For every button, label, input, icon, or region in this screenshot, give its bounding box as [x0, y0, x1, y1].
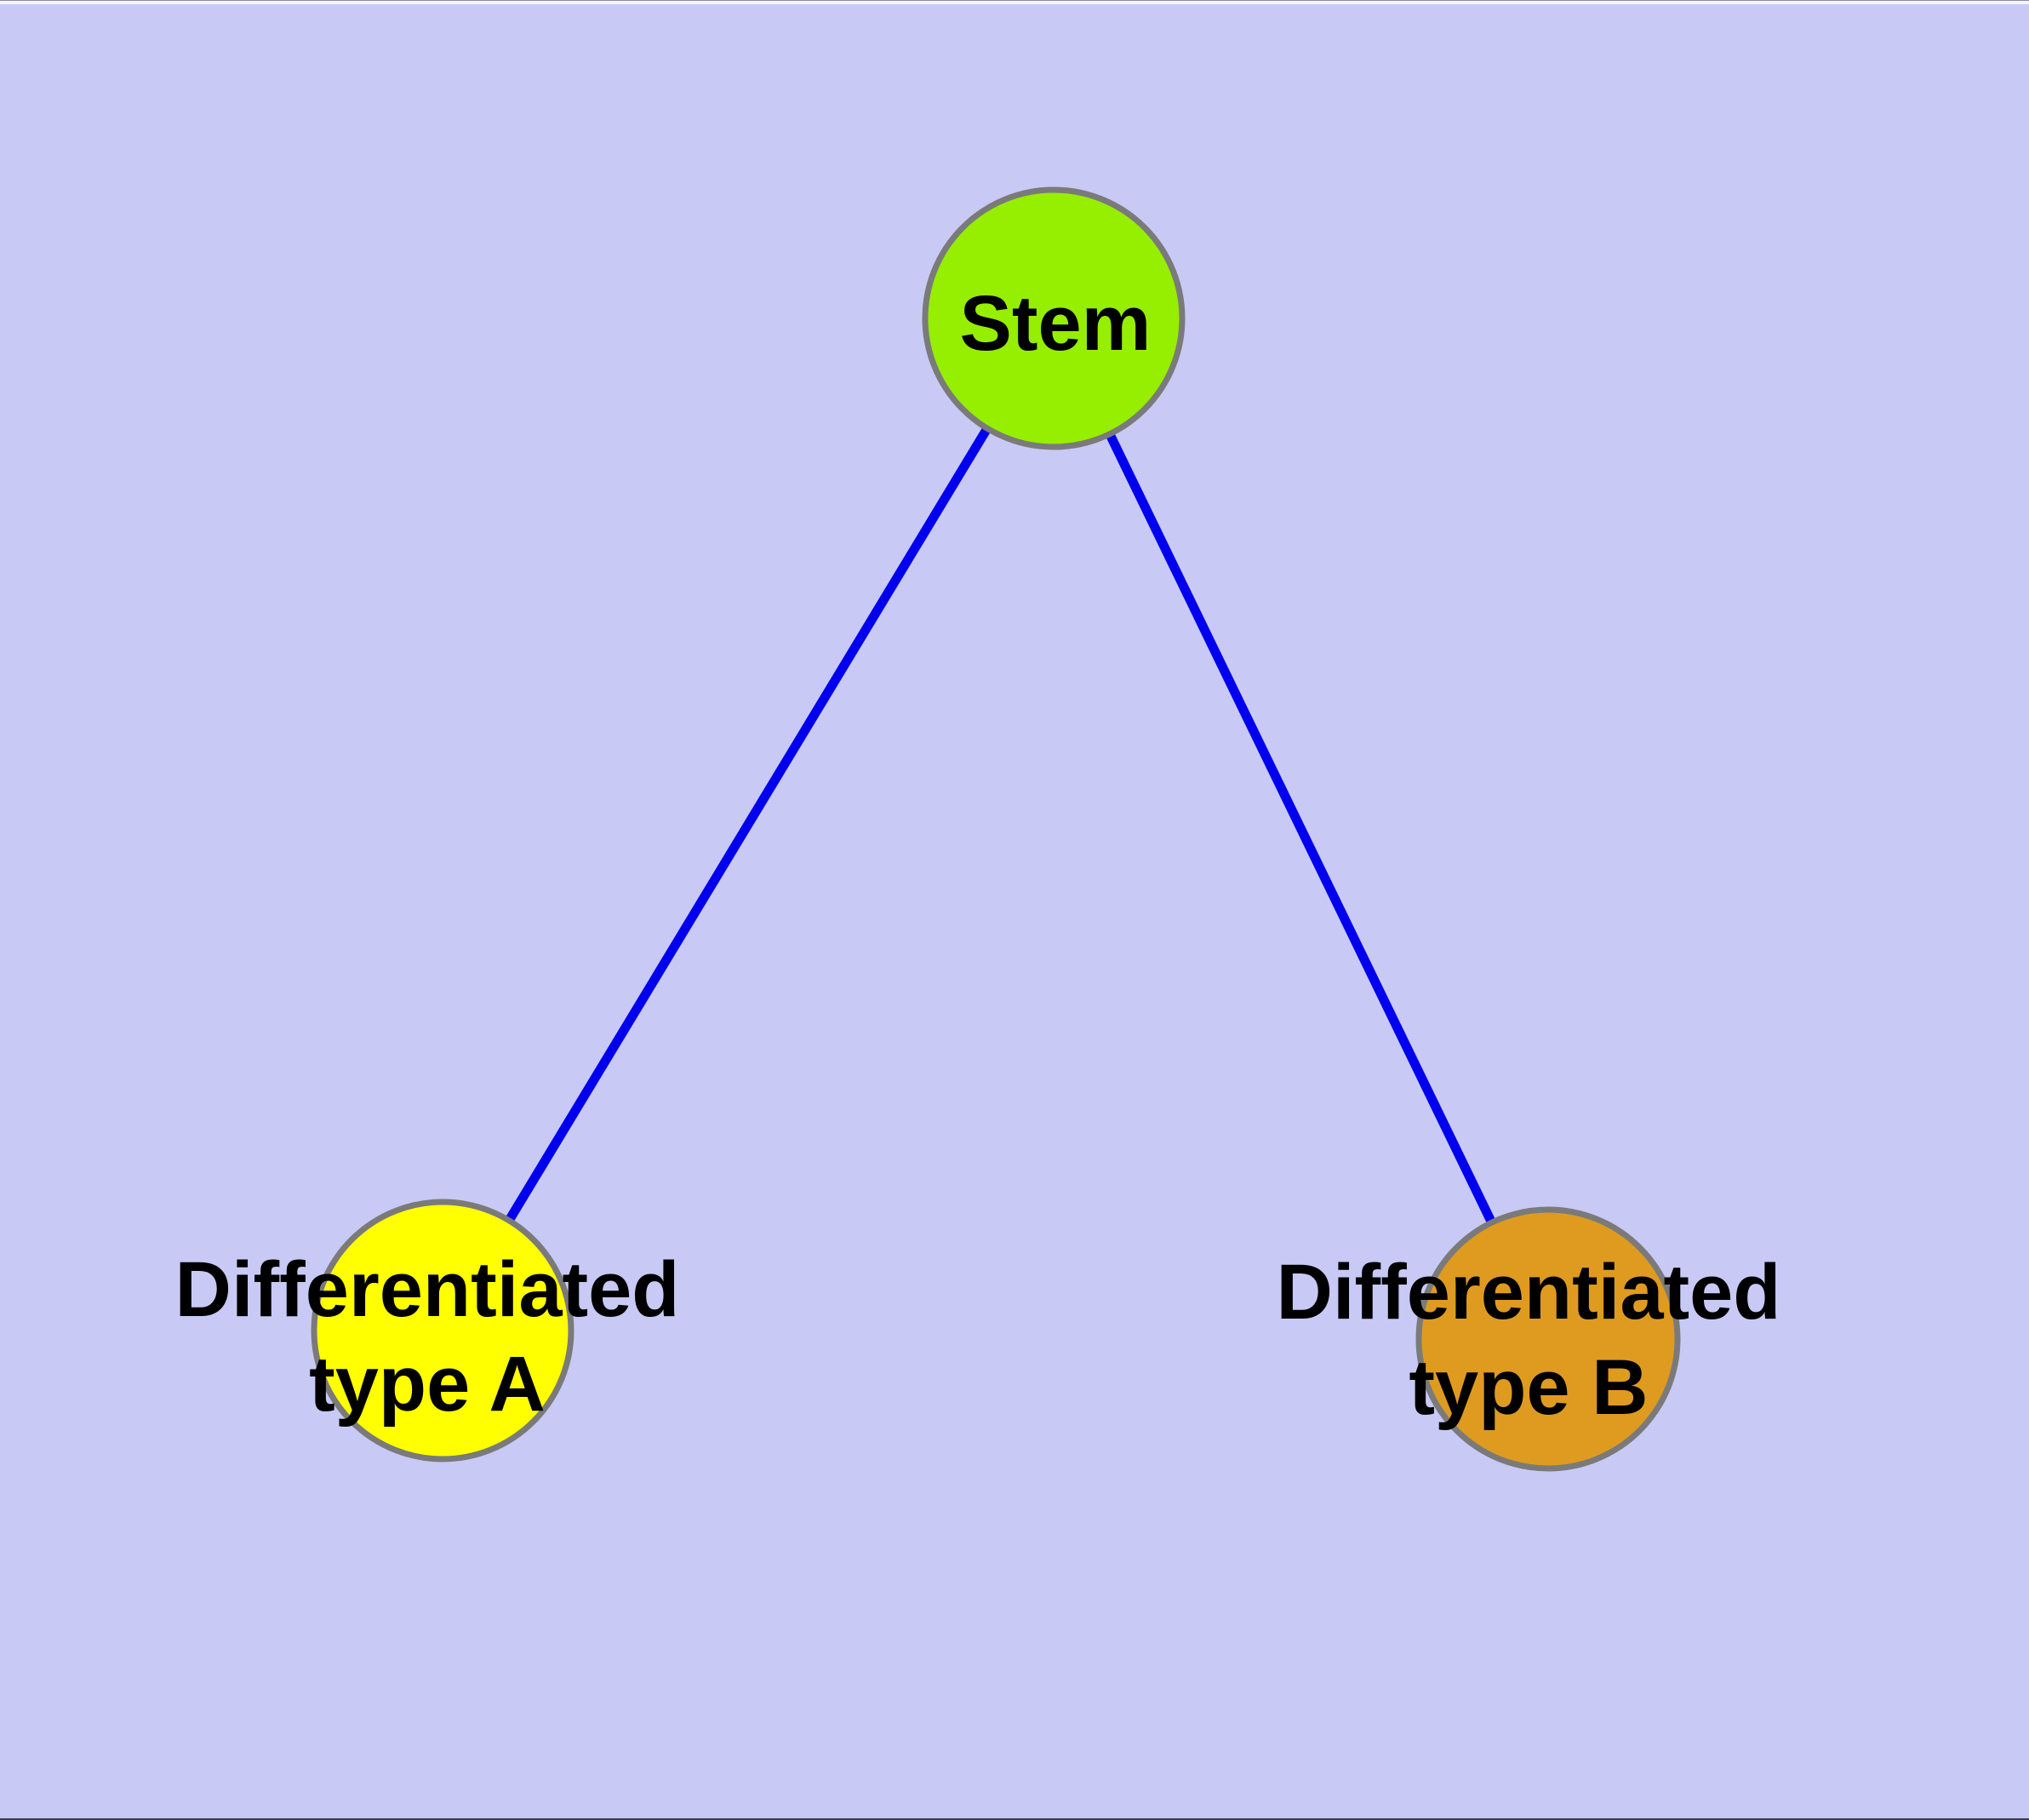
- node-type-b-circle: [1415, 1206, 1681, 1472]
- node-type-a-label-line2: type A: [309, 1341, 546, 1428]
- node-type-b-label-line2: type B: [1409, 1344, 1648, 1431]
- node-stem-label: Stem: [960, 280, 1152, 367]
- edge-stem-to-type-b: [1049, 316, 1552, 1342]
- node-type-a-label-line1: Differentiated: [175, 1246, 680, 1333]
- edge-stem-to-type-a: [438, 316, 1058, 1333]
- top-highlight-strip: [0, 1, 2029, 4]
- node-stem-circle: [922, 186, 1186, 450]
- bottom-window-edge: [0, 1818, 2029, 1820]
- node-type-b-label-line1: Differentiated: [1277, 1249, 1781, 1336]
- top-window-edge: [0, 0, 2029, 1]
- node-type-a-circle: [311, 1199, 574, 1462]
